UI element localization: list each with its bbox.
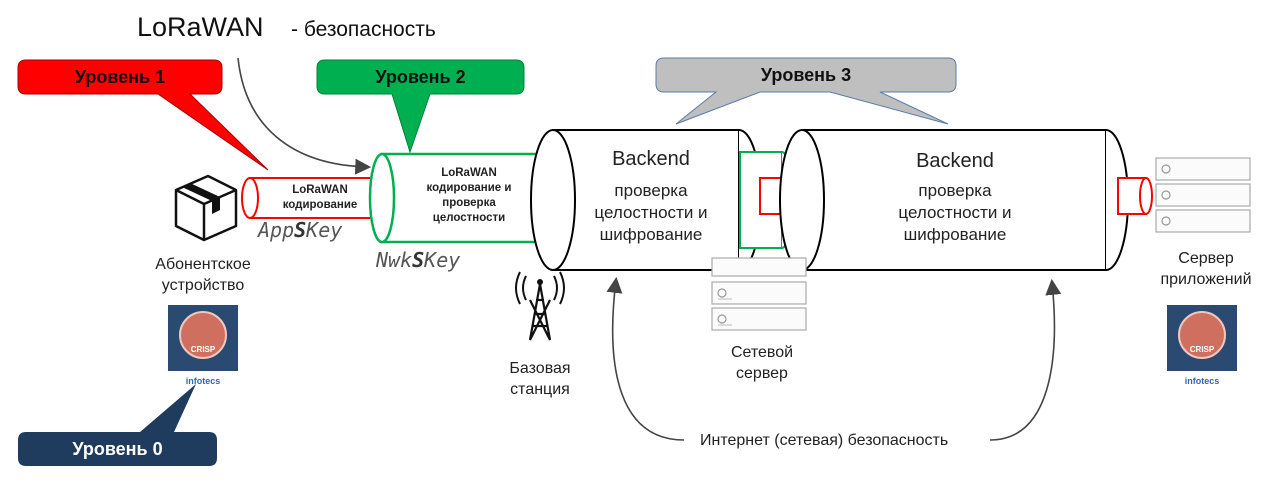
level3-callout (655, 57, 957, 125)
diagram-title: LoRaWAN (137, 12, 264, 42)
app-line2: приложений (1160, 271, 1252, 288)
red-pipe-app (241, 177, 399, 219)
app-line1: Сервер (1178, 250, 1234, 267)
crisp-circle (1178, 311, 1226, 359)
crisp-tile-left: CRISP (168, 305, 238, 371)
app-key-bold: S (294, 218, 307, 242)
app-key-prefix: App (258, 218, 295, 242)
network-server-label: Сетевой сервер (712, 342, 812, 384)
infotecs-logo-left: infotecs (185, 376, 221, 386)
network-line1: Сетевой (730, 344, 794, 361)
subscriber-device-label: Абонентское устройство (138, 254, 268, 296)
backend1-body: проверка целостности и шифрование (566, 180, 736, 246)
level0-label: Уровень 0 (72, 439, 163, 459)
app-server-label: Сервер приложений (1146, 248, 1266, 290)
green-pipe-line2: кодирование и (426, 182, 512, 194)
app-server-icon (1155, 157, 1251, 233)
diagram-subtitle: - безопасность (291, 18, 436, 41)
backend2-title: Backend (916, 150, 994, 172)
backend1-line1: проверка (614, 181, 688, 200)
base-station-label: Базовая станция (490, 358, 590, 400)
crisp-label: CRISP (190, 345, 216, 354)
green-pipe-text: LoRaWAN кодирование и проверка целостнос… (396, 166, 542, 226)
network-line2: сервер (736, 365, 788, 382)
green-pipe-line1: LoRaWAN (441, 167, 497, 179)
level0-callout (18, 384, 217, 466)
backend1-line3: шифрование (599, 225, 703, 244)
red-pipe-line2: кодирование (282, 199, 358, 211)
nwk-key-bold: S (412, 248, 425, 272)
crisp-label: CRISP (1189, 345, 1215, 354)
level2-label: Уровень 2 (375, 67, 466, 87)
backend2-cylinder (779, 129, 1129, 271)
backend1-line2: целостности и (594, 203, 708, 222)
crisp-circle (179, 311, 227, 359)
red-pipe-app-server (1117, 177, 1153, 215)
infotecs-logo-right: infotecs (1184, 376, 1220, 386)
subscriber-line1: Абонентское (155, 256, 251, 273)
antenna-tower-icon (515, 271, 565, 341)
backend2-line1: проверка (918, 181, 992, 200)
backend2-body: проверка целостности и шифрование (866, 180, 1044, 246)
internet-security-label: Интернет (сетевая) безопасность (700, 432, 949, 449)
subscriber-line2: устройство (161, 277, 245, 294)
internet-arrow-left (606, 276, 685, 441)
network-server-icon (711, 257, 807, 331)
internet-arrow-right (989, 278, 1062, 441)
level1-callout (17, 59, 269, 171)
green-pipe-line4: целостности (432, 212, 506, 224)
level1-label: Уровень 1 (74, 67, 166, 87)
backend2-line3: шифрование (903, 225, 1007, 244)
red-pipe-line1: LoRaWAN (292, 184, 348, 196)
title-arrow (237, 57, 372, 175)
nwk-key-suffix: Key (424, 248, 461, 272)
base-line2: станция (510, 381, 570, 398)
nwk-skey-label: NwkSKey (376, 248, 460, 272)
nwk-key-prefix: Nwk (376, 248, 413, 272)
crisp-tile-right: CRISP (1167, 305, 1237, 371)
backend1-title: Backend (612, 148, 690, 170)
green-pipe-line3: проверка (442, 197, 496, 209)
backend2-line2: целостности и (898, 203, 1012, 222)
box-icon (174, 174, 238, 242)
level2-callout (316, 59, 525, 154)
app-skey-label: AppSKey (258, 218, 342, 242)
level3-label: Уровень 3 (760, 65, 852, 85)
app-key-suffix: Key (306, 218, 343, 242)
base-line1: Базовая (509, 360, 571, 377)
red-pipe-text: LoRaWAN кодирование (256, 183, 384, 213)
